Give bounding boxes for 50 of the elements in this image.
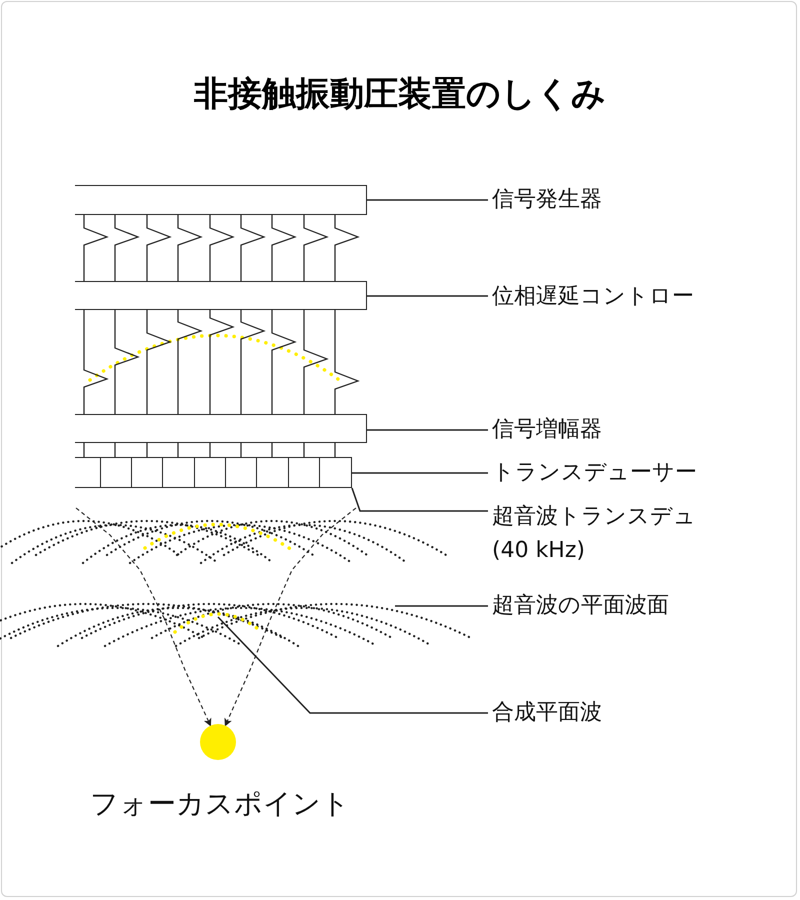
arrow (224, 508, 356, 727)
focus-point (200, 724, 236, 760)
signal-line (303, 215, 329, 281)
circuit-bar (75, 185, 367, 215)
signal-line (114, 310, 140, 414)
signal-line (209, 443, 211, 457)
signal-line (209, 215, 235, 281)
signal-line (240, 310, 266, 414)
leader-line (367, 295, 488, 297)
signal-line (114, 215, 140, 281)
signal-line (334, 443, 336, 457)
signal-line (83, 215, 109, 281)
signal-line (177, 443, 179, 457)
leader-line (367, 199, 488, 201)
transducer-array (75, 457, 352, 488)
signal-line (114, 443, 116, 457)
signal-line (146, 215, 172, 281)
leader-line (351, 488, 488, 512)
arrow (76, 508, 212, 726)
focus-point-label: フォーカスポイント (90, 786, 350, 822)
signal-line (303, 443, 305, 457)
signal-line (271, 215, 297, 281)
part-label: トランスデューサー (492, 459, 697, 487)
title: 非接触振動圧装置のしくみ (193, 73, 607, 116)
signal-line (177, 310, 203, 414)
signal-line (334, 310, 360, 414)
part-label: 超音波の平面波面 (492, 592, 669, 620)
circuit-bar (75, 414, 367, 443)
part-label: 信号増幅器 (492, 416, 602, 444)
part-label: 位相遅延コントロー (492, 283, 694, 311)
signal-line (177, 215, 203, 281)
signal-line (271, 443, 273, 457)
part-label: 合成平面波 (492, 699, 602, 727)
signal-line (83, 443, 85, 457)
leader-line (217, 616, 488, 714)
signal-line (146, 310, 172, 414)
signal-line (240, 443, 242, 457)
part-label: 超音波トランスデュ (40 kHz) (492, 500, 732, 568)
signal-line (303, 310, 329, 414)
signal-line (271, 310, 297, 414)
leader-line (395, 605, 488, 607)
part-label: 信号発生器 (492, 186, 602, 214)
signal-line (83, 310, 109, 414)
signal-line (209, 310, 235, 414)
leader-line (352, 472, 488, 474)
signal-line (240, 215, 266, 281)
circuit-bar (75, 281, 367, 310)
leader-line (367, 429, 488, 431)
signal-line (146, 443, 148, 457)
signal-line (334, 215, 360, 281)
